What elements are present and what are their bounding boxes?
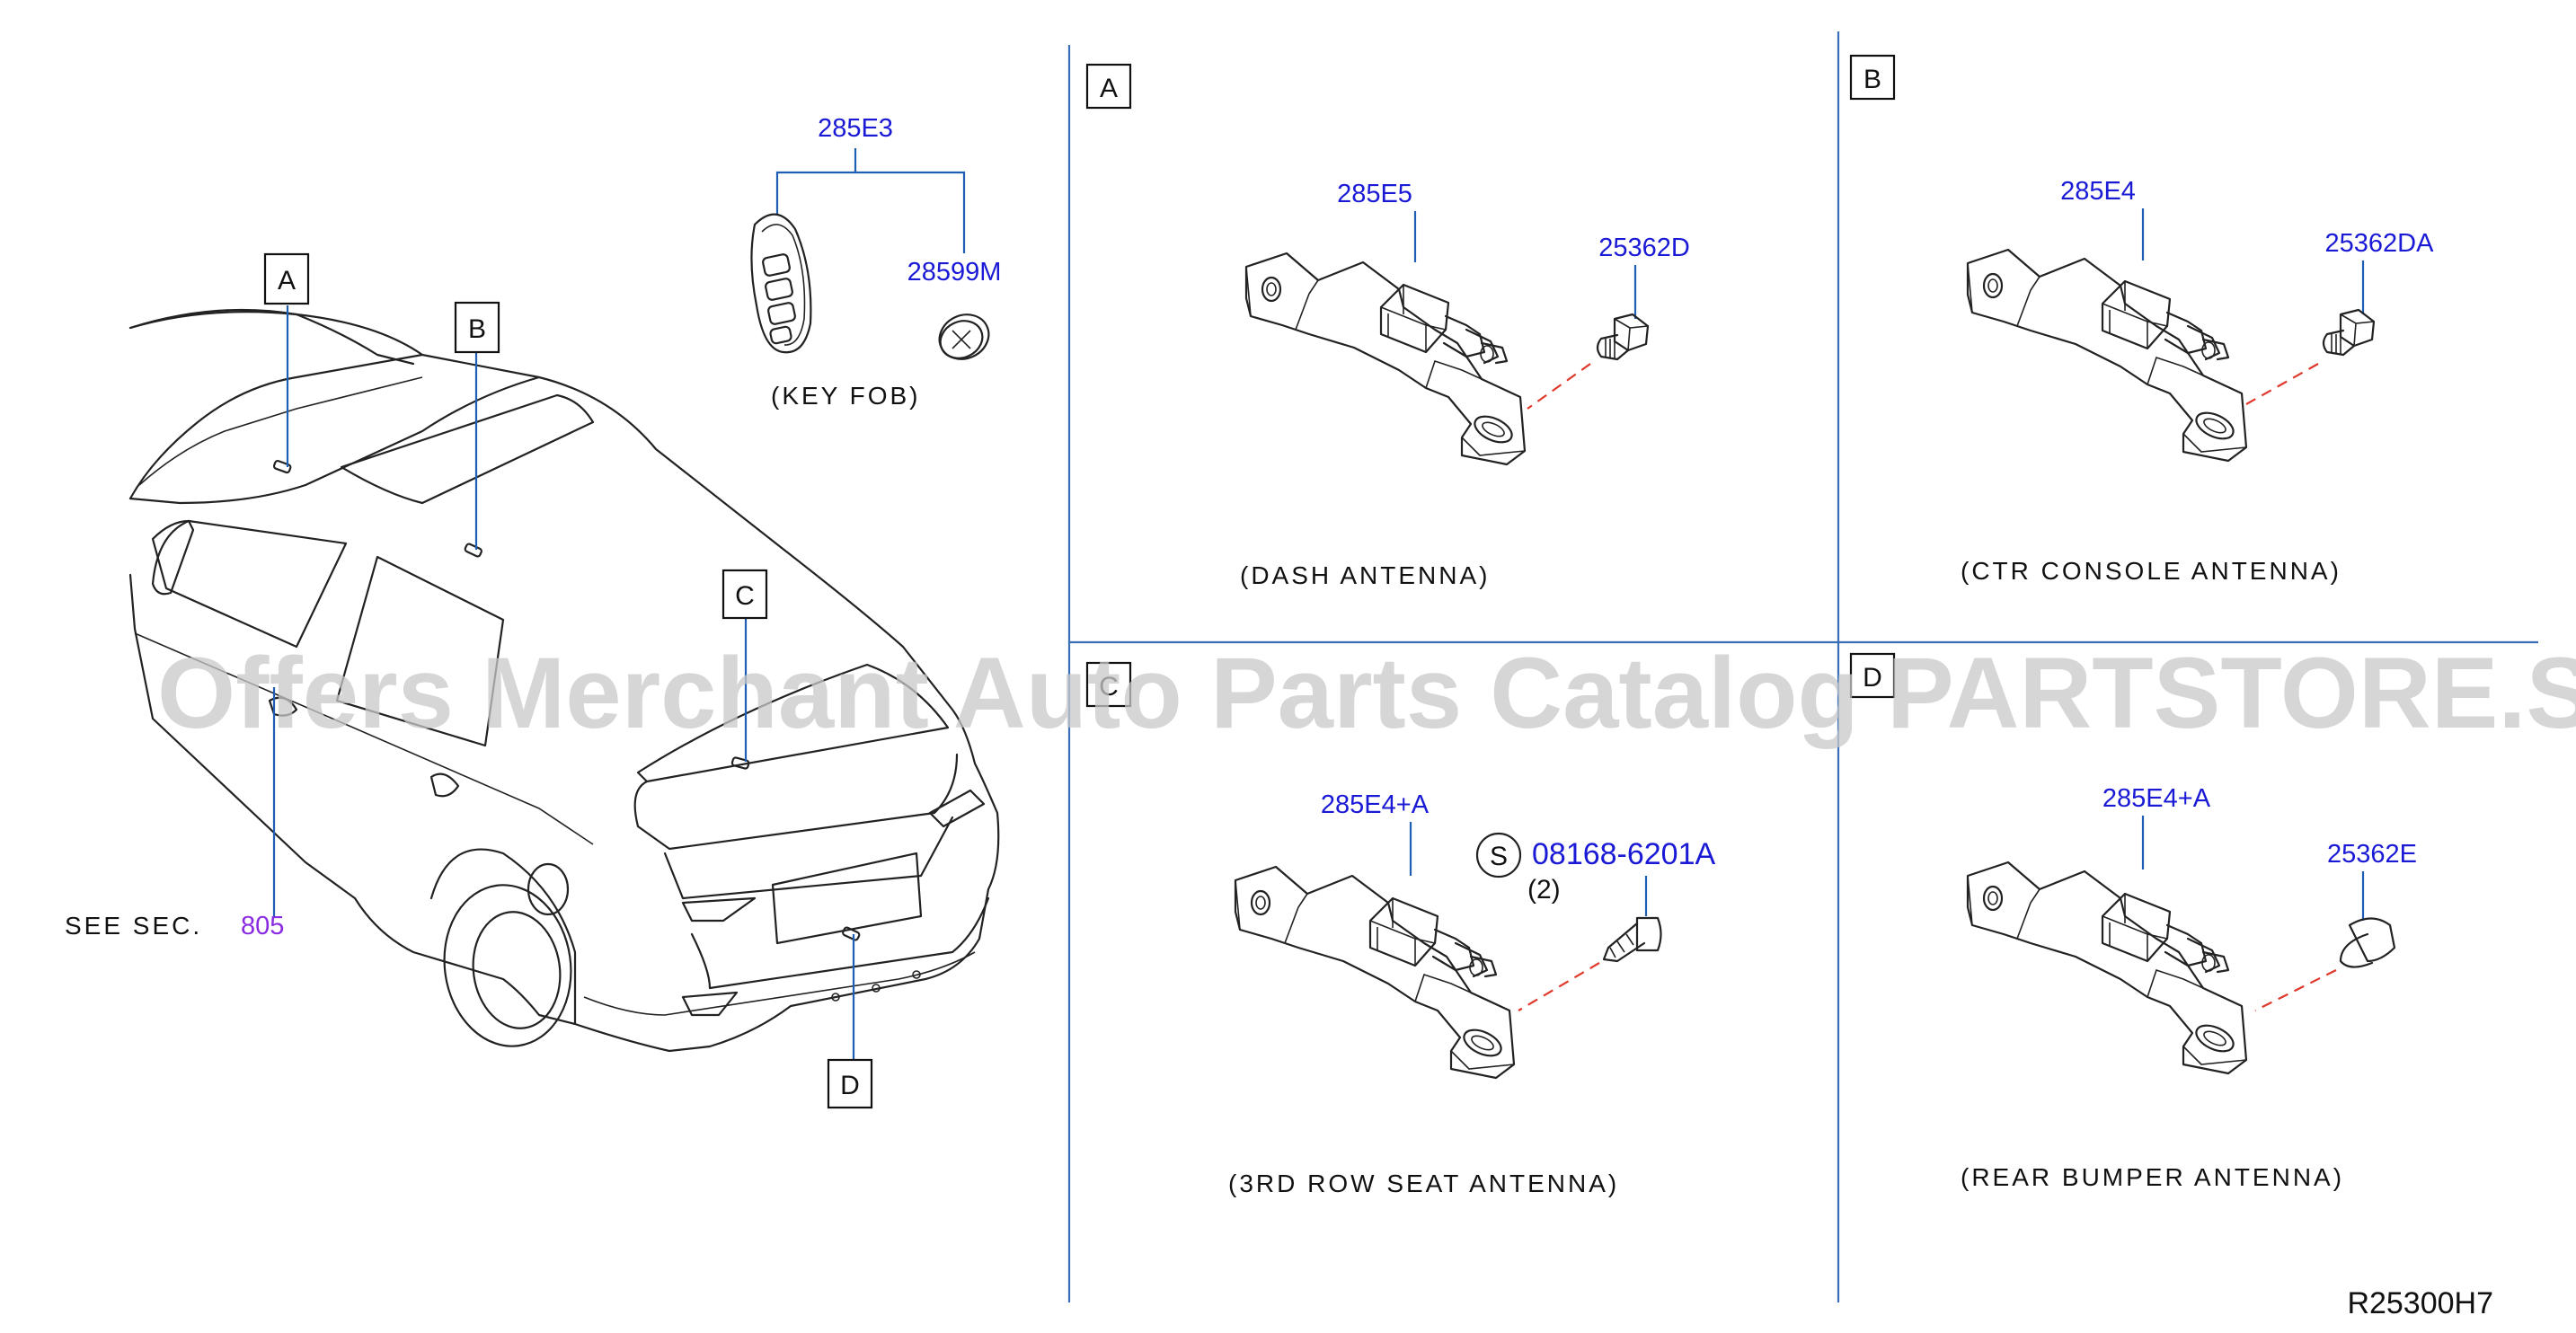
panel-third-row-antenna: C 285E4+A S 08168-6201A (2) (3RD ROW SEA… bbox=[1085, 661, 1716, 1197]
svg-text:A: A bbox=[278, 266, 296, 296]
panel-d-antenna-part[interactable]: 285E4+A bbox=[2102, 784, 2211, 813]
panel-d-caption: (REAR BUMPER ANTENNA) bbox=[1961, 1163, 2344, 1191]
panel-c-caption: (3RD ROW SEAT ANTENNA) bbox=[1228, 1170, 1619, 1197]
callout-B: B bbox=[454, 301, 500, 354]
panel-a-fastener-part[interactable]: 25362D bbox=[1598, 234, 1690, 262]
svg-text:D: D bbox=[1863, 663, 1882, 693]
panel-console-antenna: B 285E4 25362DA (CTR CONSOLE ANTENNA) bbox=[1849, 54, 2435, 585]
panel-a-caption: (DASH ANTENNA) bbox=[1240, 561, 1490, 589]
battery-part-number[interactable]: 28599M bbox=[907, 258, 1002, 287]
panel-c-antenna-part[interactable]: 285E4+A bbox=[1321, 790, 1430, 819]
svg-text:S: S bbox=[1490, 842, 1508, 871]
figure-code: R25300H7 bbox=[2347, 1286, 2493, 1320]
svg-text:B: B bbox=[468, 314, 486, 344]
antenna-marker-D bbox=[842, 926, 861, 941]
svg-text:C: C bbox=[1099, 672, 1119, 702]
screw-icon bbox=[1602, 916, 1662, 963]
panel-a-antenna-part[interactable]: 285E5 bbox=[1337, 180, 1412, 208]
panel-c-fastener-qty: (2) bbox=[1527, 875, 1561, 905]
antenna-marker-A bbox=[272, 459, 292, 474]
antenna-marker-C bbox=[730, 756, 750, 770]
panel-b-antenna-part[interactable]: 285E4 bbox=[2060, 177, 2136, 206]
panel-dash-antenna: A 285E5 25362D (DASH ANTENNA) bbox=[1085, 63, 1690, 589]
key-fob-caption: (KEY FOB) bbox=[771, 382, 921, 410]
key-fob-icon bbox=[750, 213, 812, 354]
key-fob-part-number[interactable]: 285E3 bbox=[818, 114, 893, 143]
vehicle-illustration bbox=[128, 308, 1000, 1053]
see-section-label: SEE SEC. bbox=[65, 912, 202, 940]
callout-D: D bbox=[827, 1058, 873, 1109]
svg-text:A: A bbox=[1100, 74, 1118, 103]
svg-text:B: B bbox=[1863, 65, 1881, 94]
panel-b-fastener-part[interactable]: 25362DA bbox=[2325, 229, 2435, 258]
see-section-number[interactable]: 805 bbox=[241, 912, 284, 940]
callout-C: C bbox=[721, 569, 768, 620]
panel-c-fastener-part[interactable]: 08168-6201A bbox=[1532, 837, 1716, 871]
panel-d-fastener-part[interactable]: 25362E bbox=[2327, 840, 2417, 869]
coin-battery-icon bbox=[938, 313, 990, 360]
svg-text:C: C bbox=[735, 581, 755, 611]
key-fob-group: 285E3 28599M (KEY FOB) bbox=[750, 114, 1002, 410]
standard-part-symbol: S bbox=[1475, 832, 1522, 878]
svg-text:D: D bbox=[840, 1071, 860, 1100]
push-clip-icon bbox=[2339, 917, 2396, 968]
panel-b-caption: (CTR CONSOLE ANTENNA) bbox=[1961, 557, 2341, 585]
antenna-marker-B bbox=[464, 543, 482, 558]
callout-A: A bbox=[263, 252, 310, 305]
watermark-text: Offers Merchant Auto Parts Catalog PARTS… bbox=[157, 637, 2576, 749]
panel-rear-bumper-antenna: D 285E4+A 25362E (REAR BUMPER ANTENNA) bbox=[1849, 652, 2417, 1191]
